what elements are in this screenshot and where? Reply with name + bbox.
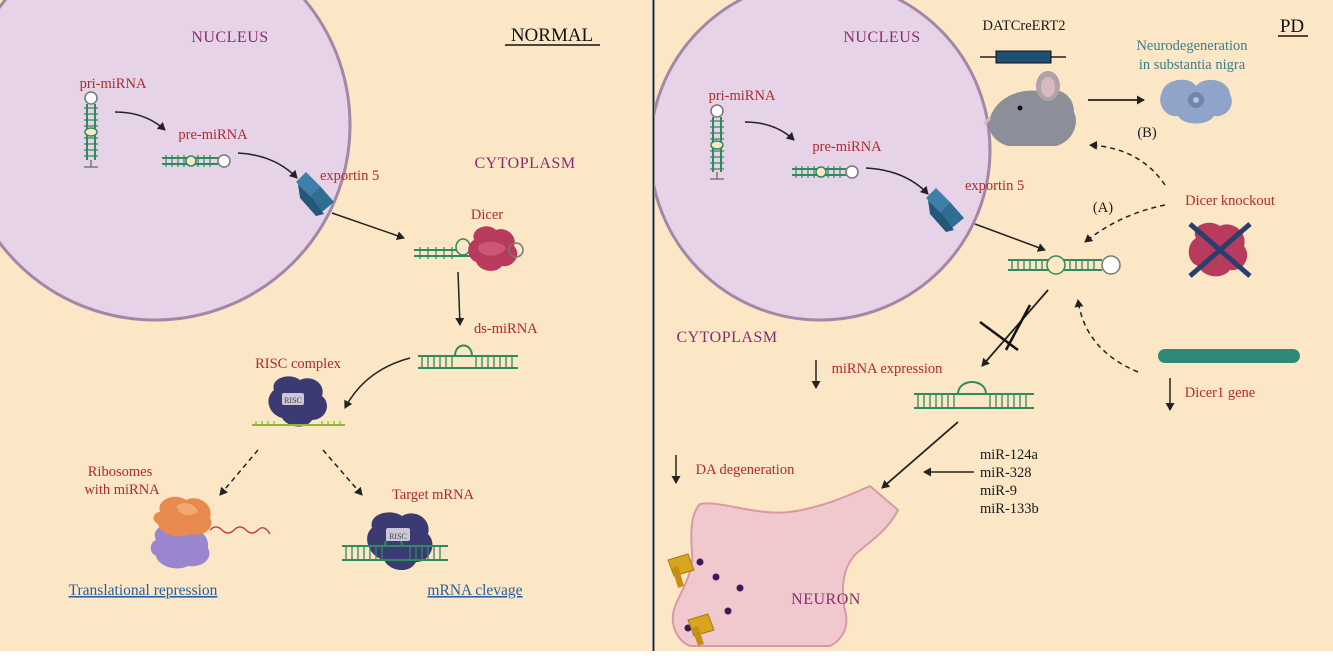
dicer1-gene-label: Dicer1 gene (1185, 385, 1255, 401)
risc-badge: RISC (284, 396, 302, 405)
mouse-illustration (982, 71, 1076, 146)
gene-to-premirna-arrow (1074, 299, 1139, 373)
pd-pri-to-pre-arrow (744, 121, 795, 141)
pri-to-pre-arrow (114, 111, 166, 131)
neuron-label: NEURON (791, 591, 861, 608)
pd-pre-mirna-duplex (792, 165, 859, 179)
block-cross-b (1004, 304, 1032, 351)
pd-pri-mirna-label: pri-miRNA (709, 88, 776, 104)
ribosomes-label-line1: Ribosomes (88, 464, 153, 480)
normal-header: NORMAL (511, 25, 593, 46)
risc-complex-label: RISC complex (255, 356, 342, 372)
pd-nucleus-shape (655, 0, 992, 322)
dicer1-gene-bar (1158, 349, 1300, 363)
cytoplasm-label: CYTOPLASM (474, 155, 575, 172)
pri-mirna-label: pri-miRNA (80, 76, 147, 92)
target-mrna-label: Target mRNA (392, 487, 475, 503)
datcre-label: DATCreERT2 (983, 18, 1066, 34)
risc-complex: RISC (252, 376, 345, 427)
knockout-to-premirna-arrow (1084, 204, 1166, 243)
mirna-list-item: miR-133b (980, 501, 1039, 517)
pd-pre-mirna-label: pre-miRNA (812, 139, 882, 155)
target-risc-badge: RISC (389, 532, 407, 541)
dicer-label: Dicer (471, 207, 503, 223)
nucleus-shape (0, 0, 352, 322)
nucleus-label: NUCLEUS (191, 29, 268, 46)
blocked-processing-arrow (981, 289, 1049, 367)
pd-exportin-label: exportin 5 (965, 178, 1024, 194)
ribosome (150, 496, 271, 569)
exportin-to-dicer-arrow (331, 212, 405, 240)
pd-pri-mirna-hairpin (710, 104, 724, 180)
dicer-knockout-label: Dicer knockout (1185, 193, 1275, 209)
pd-header: PD (1280, 16, 1304, 37)
brainstem-icon (1160, 79, 1232, 124)
mirna-to-neuron-arrow (881, 421, 959, 489)
dicer-complex (414, 226, 524, 271)
pd-pre-to-exportin-arrow (865, 167, 929, 195)
mrna-cleavage-label: mRNA clevage (427, 582, 522, 599)
ds-mirna-label: ds-miRNA (474, 321, 538, 337)
da-degeneration-label: DA degeneration (696, 462, 795, 478)
pd-exportin-to-premirna-arrow (974, 223, 1046, 252)
block-cross-a (979, 320, 1019, 352)
neurodegeneration-label-line1: Neurodegeneration (1136, 38, 1248, 54)
translational-repression-label: Translational repression (69, 582, 218, 599)
pd-cytoplasm-label: CYTOPLASM (676, 329, 777, 346)
datcre-construct (980, 50, 1066, 64)
ds-mirna-duplex (418, 344, 518, 369)
pd-exportin-5-channel (926, 188, 964, 232)
target-mrna-complex: RISC (342, 512, 448, 571)
pre-mirna-label: pre-miRNA (178, 127, 248, 143)
mirna-list-item: miR-328 (980, 465, 1032, 481)
mirna-expression-label: miRNA expression (832, 361, 944, 377)
pd-central-pre-mirna (1008, 255, 1121, 275)
risc-to-ribosome-arrow (219, 449, 259, 496)
neuron-terminal (667, 484, 900, 647)
ribosomes-label-line2: with miRNA (84, 482, 160, 498)
pre-to-exportin-arrow (237, 152, 298, 179)
exportin-label: exportin 5 (320, 168, 379, 184)
pre-mirna-duplex (162, 154, 231, 168)
label-b: (B) (1137, 125, 1157, 141)
mirna-list-item: miR-9 (980, 483, 1017, 499)
mirna-list-item: miR-124a (980, 447, 1039, 463)
mature-mirna-duplex (914, 381, 1034, 409)
dicer-to-dsmirna-arrow (455, 271, 465, 326)
risc-to-target-arrow (322, 449, 363, 496)
pd-panel: NUCLEUS PD CYTOPLASM pri-miRNA pre-miRNA (655, 0, 1308, 647)
dsmirna-to-risc-arrow (344, 357, 411, 409)
exportin-5-channel (296, 172, 334, 216)
pri-mirna-hairpin (84, 91, 98, 168)
normal-panel: NUCLEUS NORMAL CYTOPLASM pri-miRNA pre-m… (0, 0, 600, 599)
neurodegeneration-label-line2: in substantia nigra (1139, 57, 1246, 73)
pd-nucleus-label: NUCLEUS (843, 29, 920, 46)
knocked-out-dicer (1188, 222, 1252, 278)
label-a: (A) (1093, 200, 1113, 216)
